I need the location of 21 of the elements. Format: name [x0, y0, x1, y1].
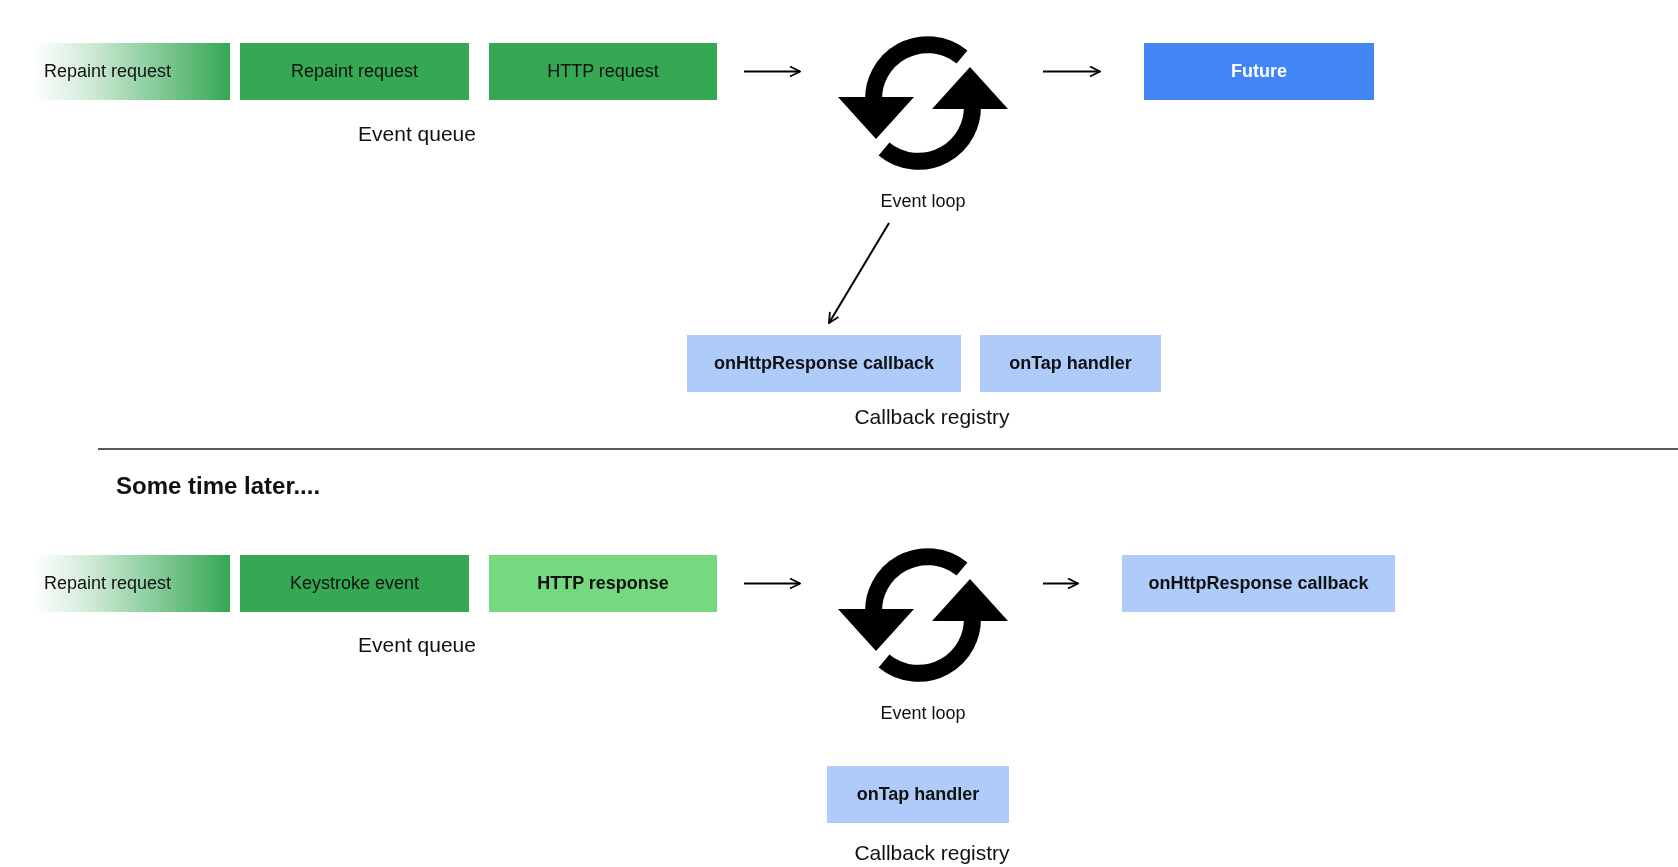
group-caption: Event queue [358, 633, 476, 657]
caption-text: Event loop [880, 191, 966, 212]
callback-box: onTap handler [827, 766, 1009, 823]
queue-item-box: HTTP response [489, 555, 717, 612]
group-caption: Callback registry [854, 405, 1010, 429]
queue-item-box: Keystroke event [240, 555, 469, 612]
section-heading: Some time later.... [116, 472, 321, 500]
future-box: Future [1144, 43, 1374, 100]
callback-box: onHttpResponse callback [1122, 555, 1395, 612]
group-caption: Callback registry [854, 841, 1010, 865]
arrow [828, 222, 890, 324]
group-caption: Event queue [358, 122, 476, 146]
arrow [1042, 65, 1101, 78]
callback-box: onHttpResponse callback [687, 335, 961, 392]
caption-text: Event loop [880, 703, 966, 724]
queue-item-box: Repaint request [240, 43, 469, 100]
queue-item-box: HTTP request [489, 43, 717, 100]
arrow [1042, 577, 1079, 590]
arrow [743, 65, 801, 78]
arrow [743, 577, 801, 590]
callback-box: onTap handler [980, 335, 1161, 392]
